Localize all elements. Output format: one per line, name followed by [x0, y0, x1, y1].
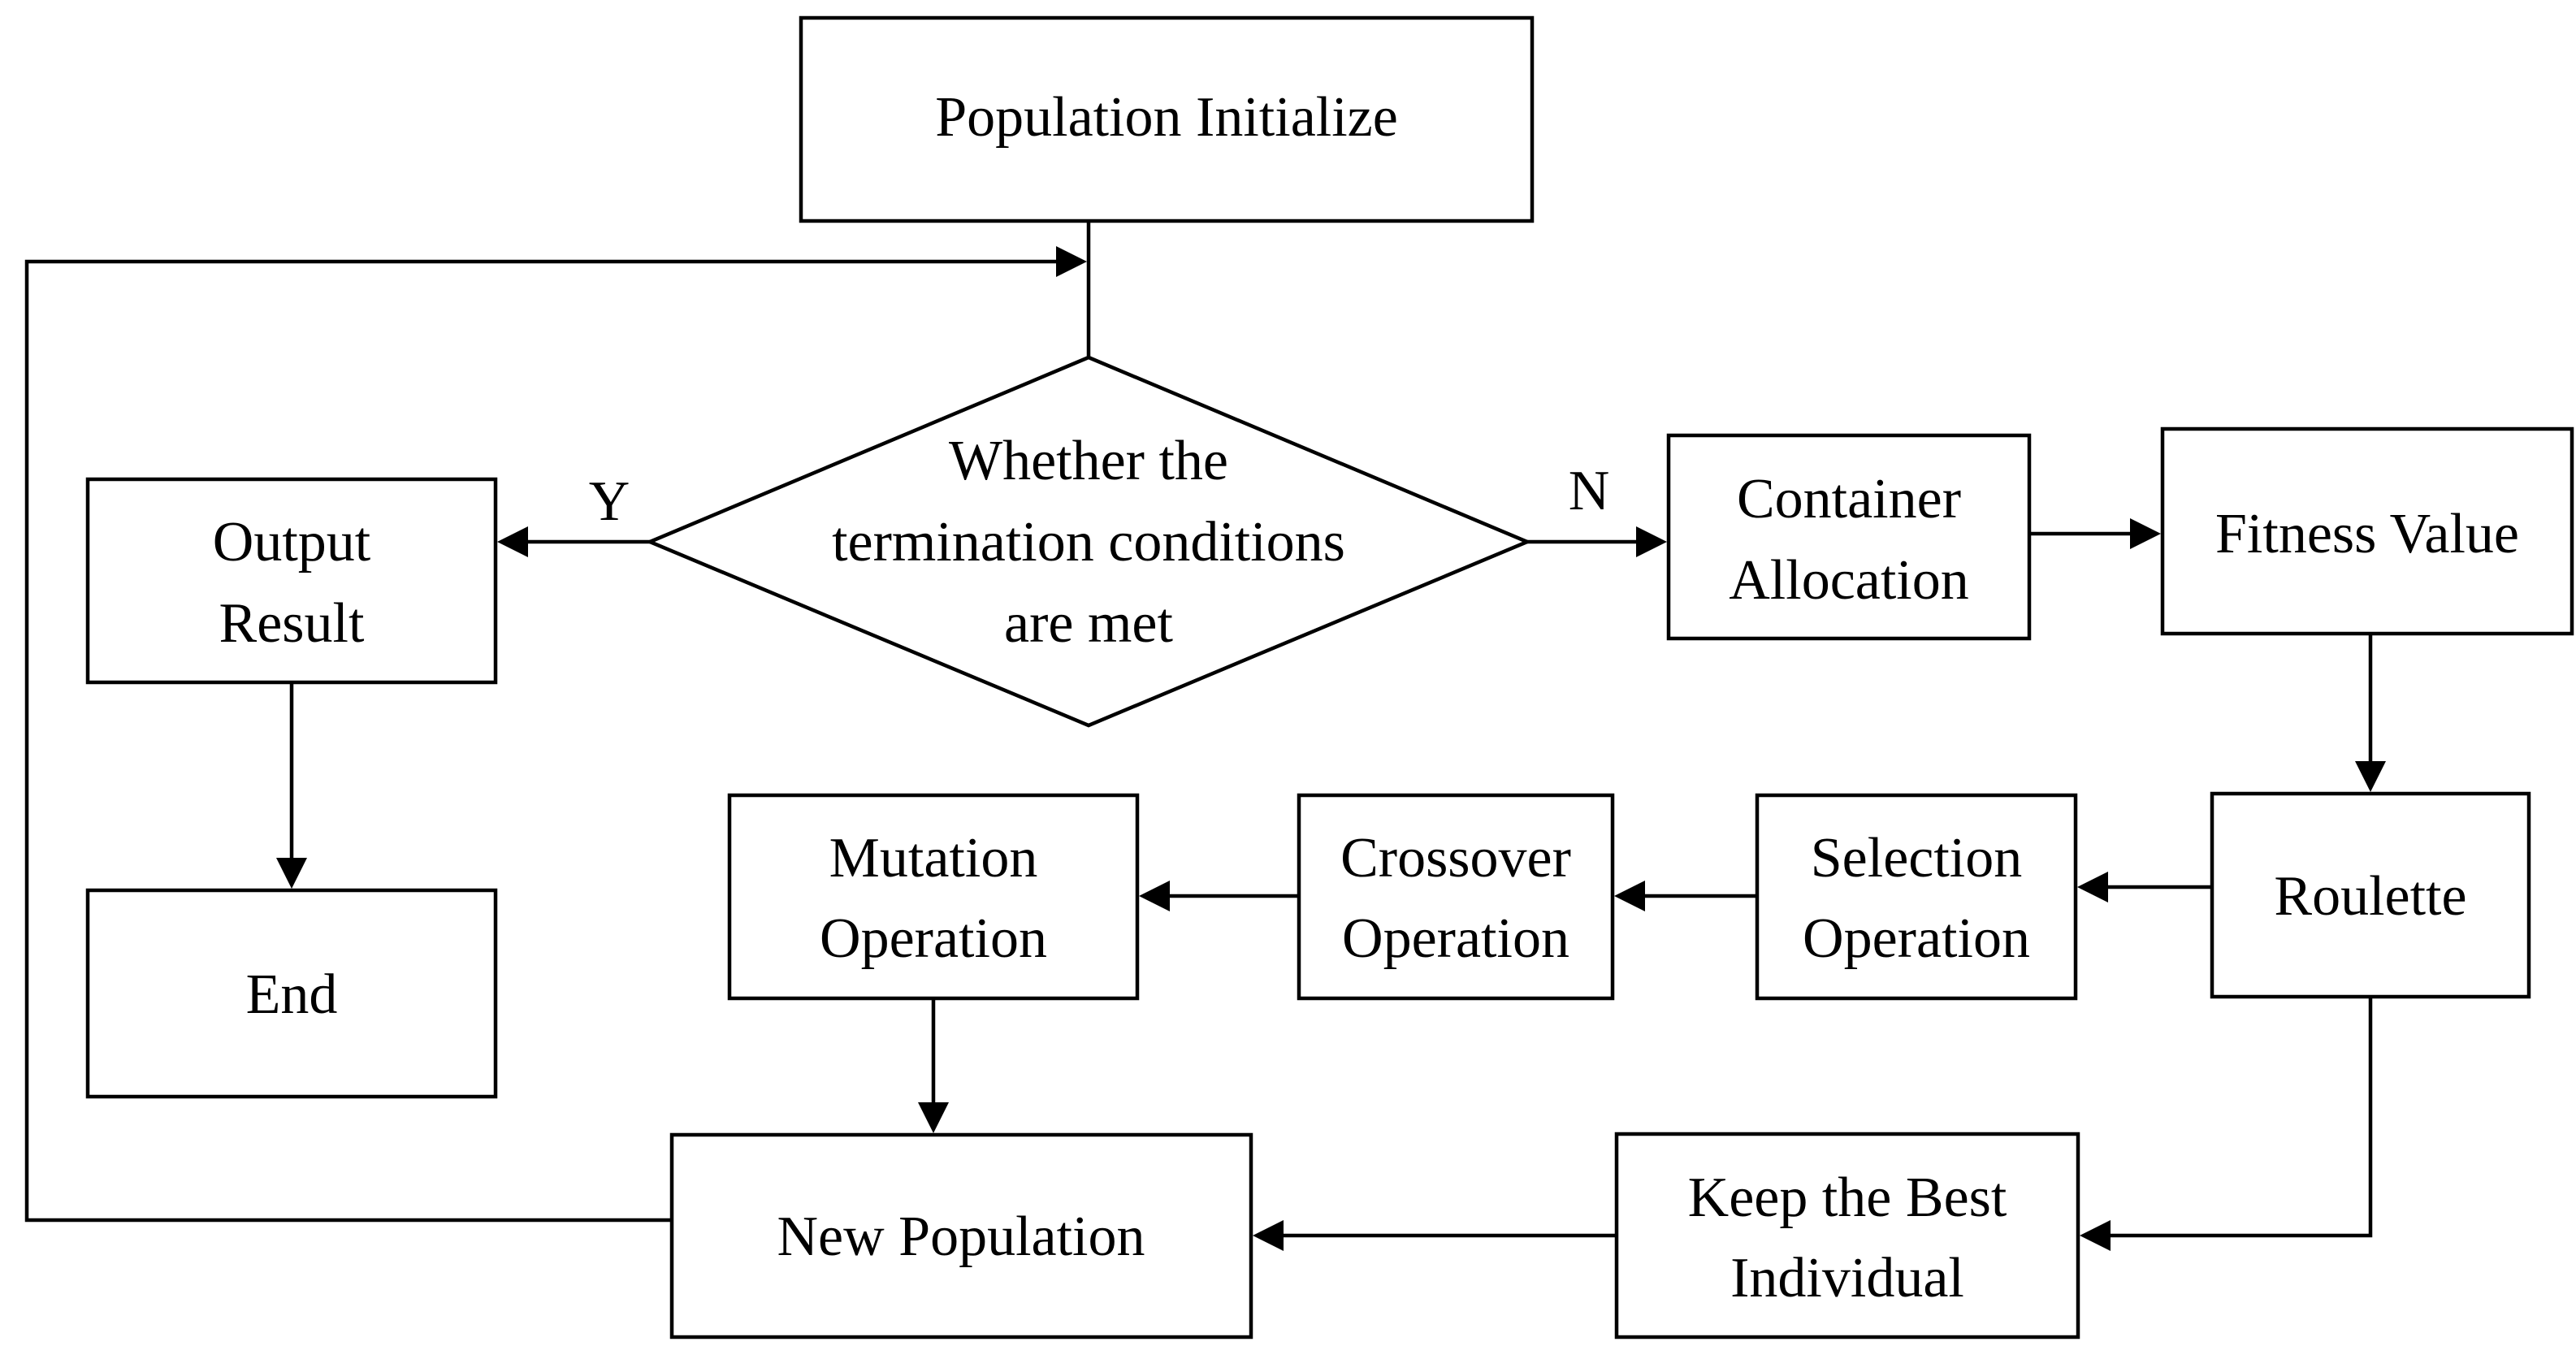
- node-population-initialize: Population Initialize: [799, 15, 1535, 223]
- node-label-roulette: Roulette: [2274, 865, 2466, 928]
- node-container-allocation: Container Allocation: [1666, 433, 2032, 641]
- node-label-output-result-line-2: Result: [219, 592, 365, 655]
- node-label-fitness-value: Fitness Value: [2215, 503, 2519, 565]
- edge-keep-best-to-new-population: [1253, 1220, 1617, 1251]
- node-end: End: [85, 888, 498, 1099]
- node-label-termination-line-2: termination conditions: [832, 511, 1345, 573]
- edge-mutation-to-new-population: [918, 998, 949, 1133]
- node-label-end: End: [246, 963, 338, 1026]
- node-label-container-allocation-line-2: Allocation: [1729, 549, 1968, 612]
- edge-selection-to-crossover: [1614, 881, 1757, 911]
- node-label-keep-best-line-2: Individual: [1730, 1247, 1964, 1309]
- arrowhead: [2130, 518, 2161, 549]
- node-label-crossover-operation-line-2: Operation: [1342, 907, 1569, 970]
- arrowhead: [1139, 881, 1170, 911]
- edge-termination-to-output: [497, 526, 650, 557]
- arrowhead: [2077, 872, 2108, 902]
- arrowhead: [1636, 526, 1667, 557]
- edge-roulette-to-selection: [2077, 872, 2212, 902]
- node-label-population-initialize: Population Initialize: [935, 86, 1398, 149]
- edge-container-to-fitness: [2029, 518, 2161, 549]
- node-label-termination-line-1: Whether the: [949, 430, 1228, 492]
- arrowhead: [2080, 1220, 2111, 1251]
- node-roulette: Roulette: [2210, 791, 2531, 999]
- edge-label-yes: Y: [589, 470, 630, 533]
- edge-crossover-to-mutation: [1139, 881, 1299, 911]
- node-termination-check: Whether the termination conditions are m…: [645, 355, 1532, 728]
- node-label-keep-best-line-1: Keep the Best: [1688, 1166, 2007, 1229]
- node-label-new-population: New Population: [777, 1205, 1145, 1268]
- arrowhead: [1614, 881, 1645, 911]
- node-label-selection-operation-line-1: Selection: [1811, 827, 2022, 889]
- node-output-result: Output Result: [85, 477, 498, 685]
- node-fitness-value: Fitness Value: [2160, 426, 2574, 636]
- node-keep-best-individual: Keep the Best Individual: [1614, 1132, 2080, 1340]
- edge-label-no: N: [1569, 460, 1610, 522]
- node-label-selection-operation-line-2: Operation: [1803, 907, 2030, 970]
- node-label-crossover-operation-line-1: Crossover: [1340, 827, 1571, 889]
- node-crossover-operation: Crossover Operation: [1297, 793, 1615, 1001]
- node-selection-operation: Selection Operation: [1755, 793, 2078, 1001]
- arrowhead: [1056, 246, 1087, 277]
- node-label-mutation-operation-line-1: Mutation: [829, 827, 1038, 889]
- node-label-mutation-operation-line-2: Operation: [820, 907, 1047, 970]
- arrowhead: [276, 858, 307, 889]
- arrowhead: [918, 1102, 949, 1133]
- edge-output-to-end: [276, 682, 307, 889]
- edge-termination-to-container: [1527, 526, 1667, 557]
- edge-fitness-to-roulette: [2355, 634, 2386, 792]
- edge-new-population-loop-back: [24, 246, 1087, 1223]
- arrowhead: [1253, 1220, 1284, 1251]
- node-label-container-allocation-line-1: Container: [1737, 468, 1961, 530]
- arrowhead: [497, 526, 528, 557]
- node-mutation-operation: Mutation Operation: [727, 793, 1140, 1001]
- node-label-output-result-line-1: Output: [213, 511, 371, 573]
- arrowhead: [2355, 761, 2386, 792]
- node-label-termination-line-3: are met: [1004, 592, 1173, 655]
- edge-roulette-to-keep-best: [2080, 997, 2373, 1251]
- node-new-population: New Population: [669, 1132, 1253, 1340]
